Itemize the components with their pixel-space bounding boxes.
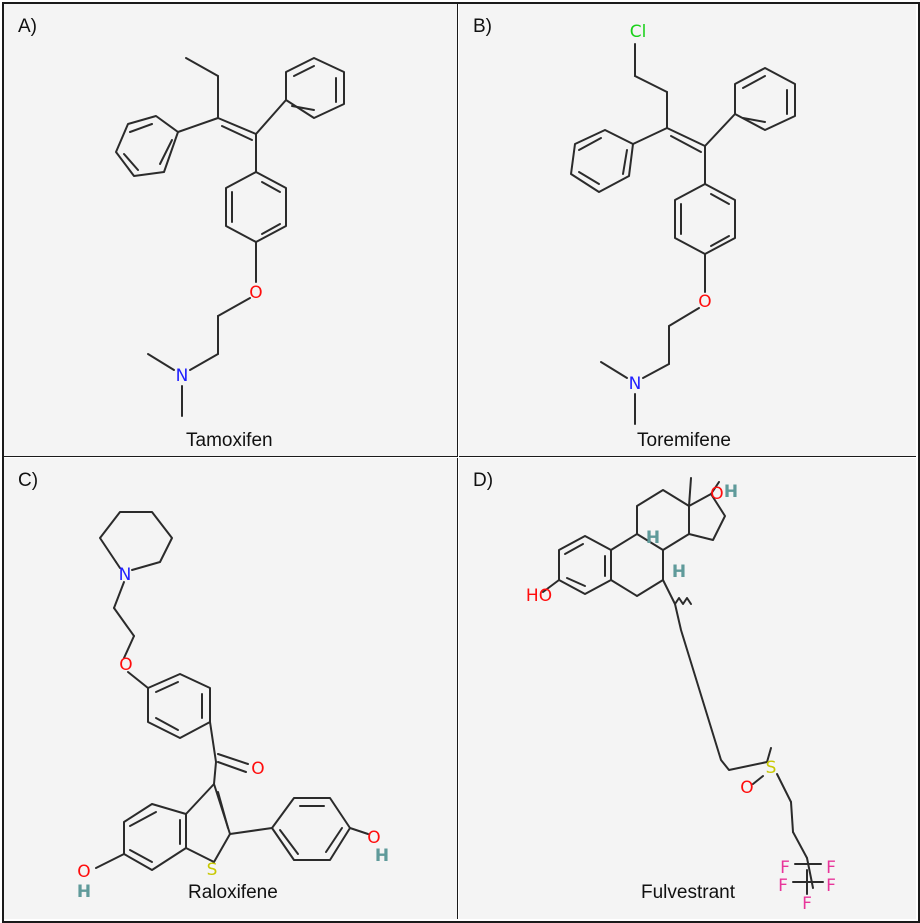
- fulvestrant-sulfur: S: [766, 758, 777, 778]
- fulvestrant-fluorine-2: F: [826, 858, 836, 878]
- fulvestrant-hydroxyl-left: HO: [526, 586, 552, 606]
- raloxifene-right-oxygen: O: [367, 828, 380, 848]
- fulvestrant-sulfoxide-oxygen: O: [740, 778, 753, 798]
- raloxifene-left-oxygen: O: [77, 862, 90, 882]
- tamoxifen-nitrogen: N: [176, 366, 189, 386]
- fulvestrant-fluorine-5: F: [802, 894, 812, 914]
- compound-name-raloxifene: Raloxifene: [188, 882, 278, 903]
- panel-toremifene: B): [459, 4, 916, 457]
- raloxifene-structure: N O O S O H O H: [77, 511, 389, 902]
- fulvestrant-fluorine-1: F: [780, 858, 790, 878]
- panel-letter-b: B): [473, 16, 492, 37]
- raloxifene-left-hydrogen: H: [77, 882, 91, 902]
- compound-name-tamoxifen: Tamoxifen: [186, 430, 273, 451]
- fulvestrant-fluorine-4: F: [826, 876, 836, 896]
- toremifene-chlorine: Cl: [630, 22, 647, 42]
- compound-name-fulvestrant: Fulvestrant: [641, 882, 735, 903]
- raloxifene-bonds: [95, 511, 369, 871]
- tamoxifen-bonds: [115, 57, 345, 417]
- panel-letter-c: C): [18, 470, 39, 491]
- fulvestrant-structure: HO O H H H S O F F F F F: [526, 477, 836, 914]
- fulvestrant-bonds: [542, 477, 824, 895]
- toremifene-bonds: [570, 43, 796, 425]
- toremifene-oxygen: O: [698, 292, 711, 312]
- raloxifene-ether-oxygen: O: [119, 655, 132, 675]
- fulvestrant-hydrogen-9: H: [646, 528, 660, 548]
- panel-fulvestrant: D): [459, 458, 916, 919]
- panel-letter-a: A): [18, 16, 37, 37]
- raloxifene-sulfur: S: [207, 860, 218, 880]
- fulvestrant-fluorine-3: F: [778, 876, 788, 896]
- raloxifene-carbonyl-oxygen: O: [251, 759, 264, 779]
- tamoxifen-oxygen: O: [249, 283, 262, 303]
- tamoxifen-structure: O N: [115, 57, 345, 417]
- fulvestrant-oxygen-17: O: [710, 484, 723, 504]
- fulvestrant-hydrogen-17: H: [724, 482, 738, 502]
- raloxifene-right-hydrogen: H: [375, 846, 389, 866]
- panel-raloxifene: C): [4, 458, 458, 919]
- toremifene-structure: Cl O N: [570, 22, 796, 425]
- fulvestrant-hydrogen-14: H: [672, 562, 686, 582]
- panel-tamoxifen: A): [4, 4, 458, 457]
- panel-letter-d: D): [473, 470, 494, 491]
- compound-name-toremifene: Toremifene: [637, 430, 731, 451]
- toremifene-nitrogen: N: [629, 374, 642, 394]
- raloxifene-nitrogen: N: [119, 565, 132, 585]
